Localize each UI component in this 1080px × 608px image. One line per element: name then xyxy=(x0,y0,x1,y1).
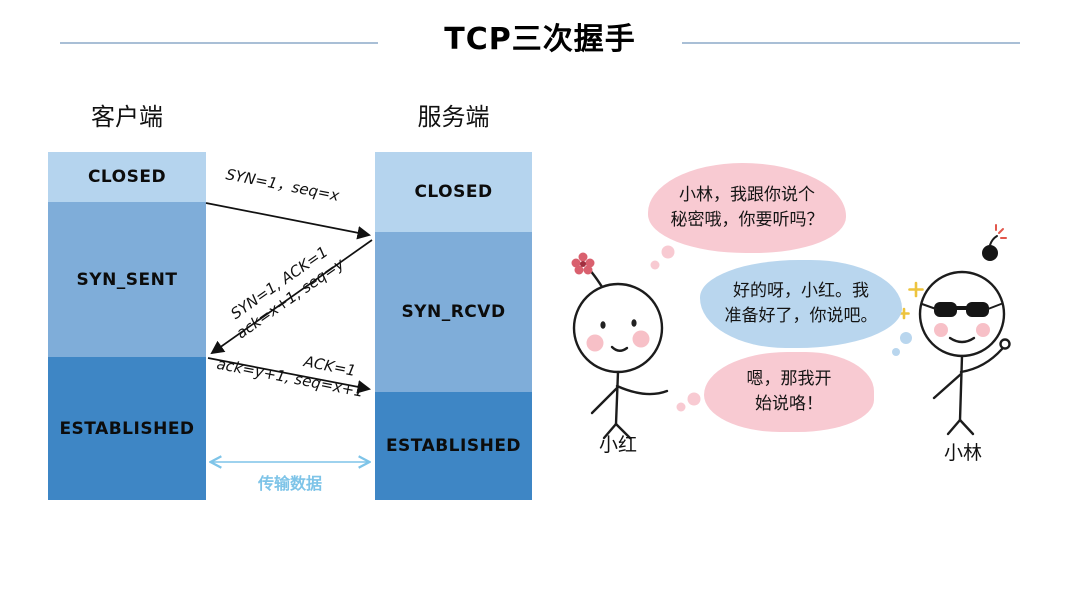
server-state-syn-rcvd: SYN_RCVD xyxy=(375,232,532,392)
sparkle-icons xyxy=(898,281,924,320)
syn-message-label: SYN=1，seq=x xyxy=(224,165,341,205)
speech-bubble-2: 好的呀，小红。我 准备好了，你说吧。 xyxy=(700,260,902,348)
speech-bubble-1: 小林，我跟你说个 秘密哦，你要听吗？ xyxy=(648,163,846,253)
server-state-closed: CLOSED xyxy=(375,152,532,232)
title-divider-left xyxy=(60,42,378,44)
speech-bubble-3: 嗯，那我开 始说咯！ xyxy=(704,352,874,432)
thought-dots xyxy=(892,332,912,356)
transfer-data-label: 传输数据 xyxy=(257,474,322,493)
character-name-xiaohong: 小红 xyxy=(598,434,637,456)
flower-icon xyxy=(571,252,595,275)
character-name-xiaolin: 小林 xyxy=(943,442,982,464)
page-title: TCP三次握手 xyxy=(444,22,636,57)
bubble-tail-3 xyxy=(676,392,701,412)
client-state-syn-sent: SYN_SENT xyxy=(48,202,206,357)
sunglasses-icon xyxy=(934,302,989,317)
client-column-label: 客户端 xyxy=(91,103,163,131)
bubble-tail-1 xyxy=(650,245,675,270)
server-column-label: 服务端 xyxy=(417,103,490,131)
server-state-established: ESTABLISHED xyxy=(375,392,532,500)
bomb-icon xyxy=(982,245,998,261)
title-divider-right xyxy=(682,42,1020,44)
xiaolin-character xyxy=(918,224,1011,436)
ack-message-label: ACK=1 ack=y+1, seq=x+1 xyxy=(215,352,366,401)
syn-ack-message-label: SYN=1, ACK=1 ack=x+1, seq=y xyxy=(227,242,348,343)
xiaohong-character xyxy=(571,252,669,440)
client-state-closed: CLOSED xyxy=(48,152,206,202)
client-state-established: ESTABLISHED xyxy=(48,357,206,500)
